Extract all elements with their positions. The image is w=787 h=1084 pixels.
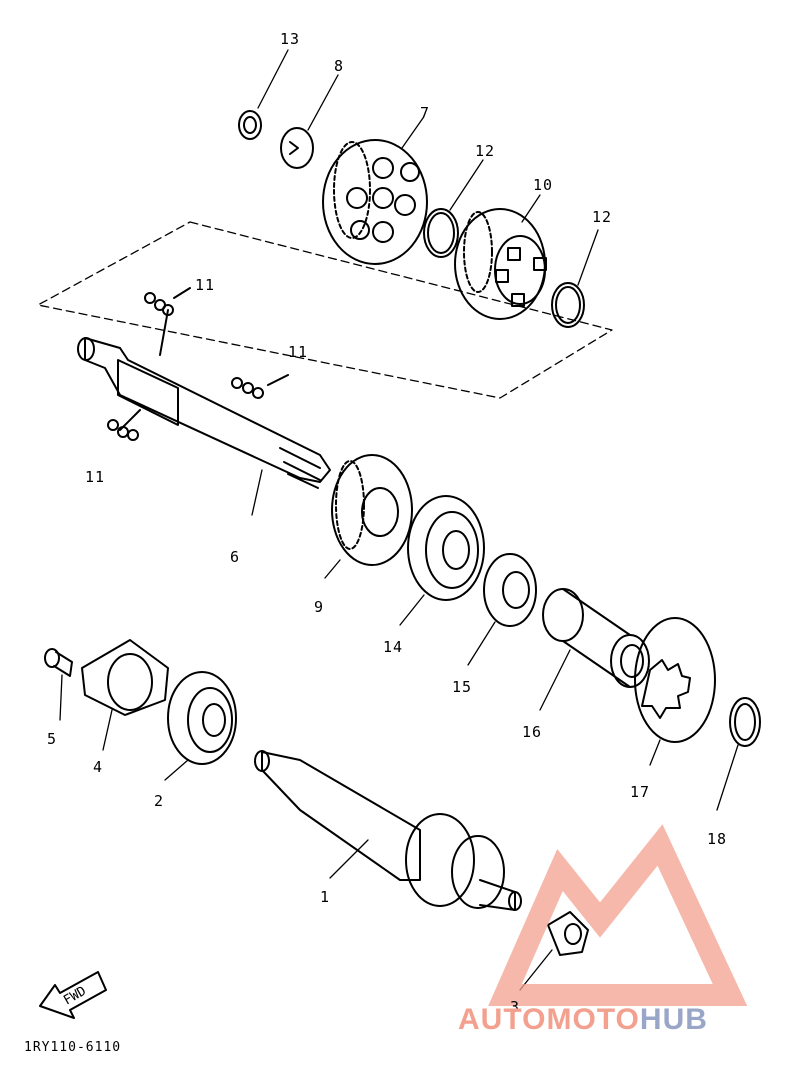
- part-18-circlip: [729, 697, 761, 747]
- part-17-sprocket: [634, 617, 716, 743]
- label-4: 4: [93, 758, 104, 776]
- label-15: 15: [452, 678, 473, 696]
- label-8: 8: [334, 57, 345, 75]
- label-18: 18: [707, 830, 728, 848]
- part-8-washer: [280, 127, 314, 169]
- part-6-shaft: [77, 337, 331, 489]
- part-10-gear-assembly: [454, 208, 547, 320]
- fwd-label: FWD: [61, 984, 89, 1009]
- label-7: 7: [420, 104, 431, 122]
- label-10: 10: [533, 176, 554, 194]
- part-15-seal: [483, 553, 537, 627]
- watermark-part3: HUB: [639, 1003, 708, 1036]
- part-1-main-shaft: [254, 750, 522, 911]
- label-9: 9: [314, 598, 325, 616]
- label-2: 2: [154, 792, 165, 810]
- watermark-part2: MOTO: [546, 1003, 640, 1036]
- label-13: 13: [280, 30, 301, 48]
- fwd-arrow-icon: [39, 971, 107, 1019]
- label-1: 1: [320, 888, 331, 906]
- part-7-gear: [322, 139, 428, 265]
- label-3: 3: [510, 998, 521, 1016]
- label-11c: 11: [85, 468, 106, 486]
- part-16-collar: [542, 588, 650, 688]
- label-12a: 12: [475, 142, 496, 160]
- part-9-gear: [331, 454, 413, 566]
- watermark-logo: [488, 824, 748, 1006]
- part-11-balls: [107, 287, 289, 441]
- part-12-ring-left: [423, 208, 459, 258]
- label-11b: 11: [288, 343, 309, 361]
- diagram-code: 1RY110-6110: [24, 1040, 122, 1055]
- label-5: 5: [47, 730, 58, 748]
- leader-lines: [59, 49, 739, 991]
- part-12-ring-right: [551, 282, 585, 328]
- part-4-plate: [81, 639, 169, 716]
- part-14-bearing: [407, 495, 485, 601]
- watermark-part1: AUTO: [458, 1003, 547, 1036]
- label-17: 17: [630, 783, 651, 801]
- part-5-bolt: [44, 648, 73, 677]
- part-2-bearing: [167, 671, 237, 765]
- part-3-cap: [547, 911, 589, 956]
- label-11a: 11: [195, 276, 216, 294]
- label-12b: 12: [592, 208, 613, 226]
- watermark-text: AUTOMOTOHUB: [458, 1003, 708, 1037]
- label-6: 6: [230, 548, 241, 566]
- label-14: 14: [383, 638, 404, 656]
- label-16: 16: [522, 723, 543, 741]
- part-13-circlip: [238, 110, 262, 140]
- assembly-dashed-box: [37, 221, 613, 399]
